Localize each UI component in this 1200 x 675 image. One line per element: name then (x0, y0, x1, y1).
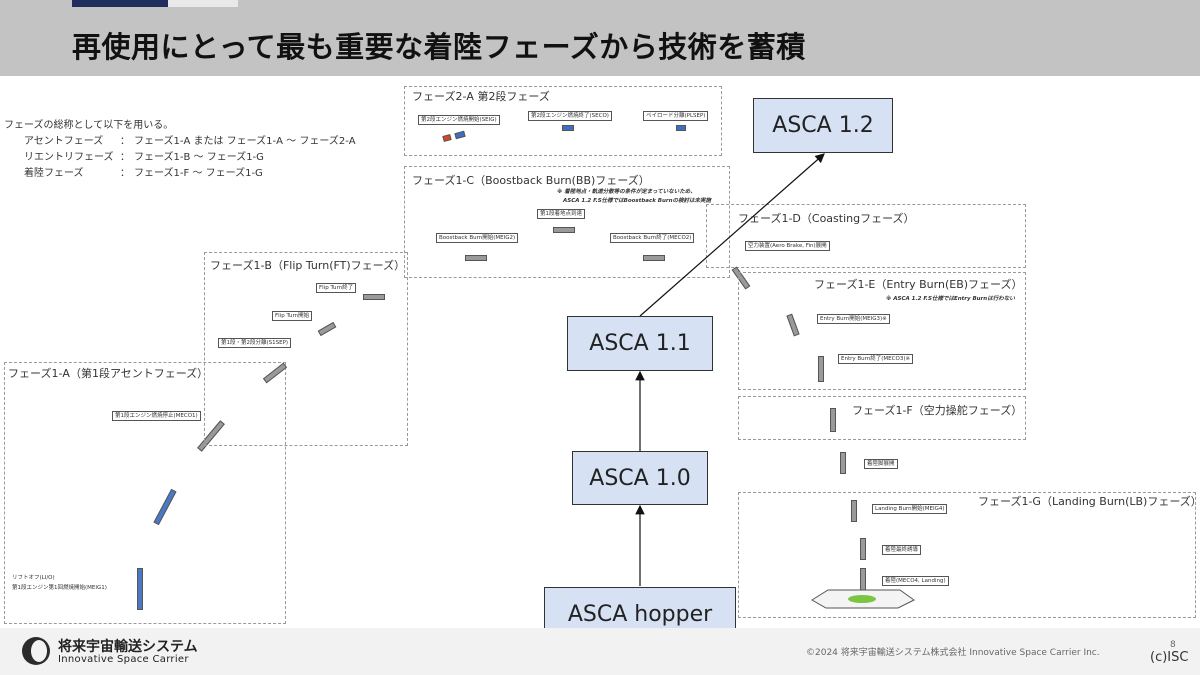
stage-icon (553, 227, 575, 233)
phase-1d-title: フェーズ1-D（Coastingフェーズ） (738, 212, 915, 225)
event-tag: 着陸最終誘導 (882, 545, 922, 555)
slide-title: 再使用にとって最も重要な着陸フェーズから技術を蓄積 (72, 30, 806, 64)
legend-value: フェーズ1-F ～ フェーズ1-G (134, 168, 263, 179)
company-name-jp: 将来宇宙輸送システム (58, 639, 198, 655)
phase-1b-panel (204, 252, 408, 446)
rocket-icon (860, 538, 866, 560)
phase-1b-title: フェーズ1-B（Flip Turn(FT)フェーズ） (210, 259, 406, 272)
footer-bar (0, 628, 1200, 675)
phase-1f-panel (738, 396, 1026, 440)
phase-1c-panel (404, 166, 730, 278)
legend-sep: ： (120, 136, 130, 147)
image-credit: (c)ISC (1150, 650, 1189, 665)
legend-name: リエントリフェーズ (24, 152, 114, 163)
event-tag: Entry Burn開始(MEIG3)※ (817, 314, 890, 324)
rocket-icon (851, 500, 857, 522)
legend-row: 着陸フェーズ ： フェーズ1-F ～ フェーズ1-G (4, 166, 356, 182)
phase-1c-title: フェーズ1-C（Boostback Burn(BB)フェーズ） (412, 174, 650, 187)
phase-2a-title: フェーズ2-A 第2段フェーズ (412, 90, 550, 103)
stage-icon (465, 255, 487, 261)
roadmap-box-asca-1-0: ASCA 1.0 (572, 451, 708, 505)
event-tag: Landing Burn開始(MEIG4) (872, 504, 948, 514)
arrow-1-1-to-1-2 (639, 153, 825, 317)
legend-sep: ： (120, 152, 130, 163)
copyright-text: ©2024 将来宇宙輸送システム株式会社 Innovative Space Ca… (806, 648, 1100, 658)
phase-legend: フェーズの総称として以下を用いる。 アセントフェーズ ： フェーズ1-A または… (4, 118, 356, 182)
title-accent-bar (72, 0, 168, 7)
phase-1f-title: フェーズ1-F（空力操舵フェーズ） (852, 404, 1023, 417)
phase-1a-title: フェーズ1-A（第1段アセントフェーズ） (8, 367, 209, 380)
legend-name: 着陸フェーズ (24, 168, 84, 179)
phase-1e-title: フェーズ1-E（Entry Burn(EB)フェーズ） (814, 278, 1023, 291)
event-tag: 着陸(MECO4, Landing) (882, 576, 949, 586)
legend-value: フェーズ1-A または フェーズ1-A ～ フェーズ2-A (134, 136, 356, 147)
legend-row: アセントフェーズ ： フェーズ1-A または フェーズ1-A ～ フェーズ2-A (4, 134, 356, 150)
event-tag: Flip Turn開始 (272, 311, 313, 321)
phase-2a-panel (404, 86, 722, 156)
event-tag: 空力装置(Aero Brake, Fin)展開 (745, 241, 830, 251)
legend-value: フェーズ1-B ～ フェーズ1-G (134, 152, 264, 163)
rocket-icon (840, 452, 846, 474)
rocket-icon (137, 568, 143, 610)
legend-row: リエントリフェーズ ： フェーズ1-B ～ フェーズ1-G (4, 150, 356, 166)
stage-icon (643, 255, 665, 261)
phase-note: ※ 着陸地点・軌道分散等の条件が定まっていないため、 (557, 189, 696, 195)
company-logo-icon (22, 637, 50, 665)
event-tag: Flip Turn終了 (316, 283, 357, 293)
event-tag: 第2段エンジン燃焼開始(SEIG) (418, 115, 500, 125)
phase-1e-panel (738, 272, 1026, 390)
phase-1a-panel (4, 362, 286, 624)
page-number: 8 (1170, 640, 1176, 650)
roadmap-box-asca-1-1: ASCA 1.1 (567, 316, 713, 371)
title-accent-bar-light (168, 0, 238, 7)
stage-icon (562, 125, 574, 131)
event-tag: 第2段エンジン燃焼終了(SECO) (528, 111, 612, 121)
stage-icon (363, 294, 385, 300)
roadmap-box-asca-1-2: ASCA 1.2 (753, 98, 893, 153)
event-tag: 第1段エンジン燃焼停止(MECO1) (112, 411, 201, 421)
event-tag: Boostback Burn終了(MECO2) (610, 233, 695, 243)
event-tag: リフトオフ(LI/O) (10, 574, 57, 582)
event-tag: 着陸脚展開 (864, 459, 898, 469)
phase-1g-panel (738, 492, 1196, 618)
event-tag: 第1段エンジン第1回燃焼開始(MEIG1) (10, 584, 109, 592)
event-tag: 第1段・第2段分離(S1SEP) (218, 338, 292, 348)
company-name-en: Innovative Space Carrier (58, 654, 189, 665)
landing-target (848, 595, 876, 603)
phase-1d-panel (706, 204, 1026, 268)
event-tag: Entry Burn終了(MECO3)※ (838, 354, 914, 364)
event-tag: Boostback Burn開始(MEIG2) (436, 233, 519, 243)
phase-1g-title: フェーズ1-G（Landing Burn(LB)フェーズ） (978, 495, 1200, 508)
phase-note: ※ ASCA 1.2 F.S仕様ではEntry Burnは行わない (886, 296, 1015, 302)
legend-name: アセントフェーズ (24, 136, 104, 147)
rocket-icon (818, 356, 824, 382)
event-tag: 第1段着地点到達 (537, 209, 585, 219)
legend-sep: ： (120, 168, 130, 179)
legend-intro: フェーズの総称として以下を用いる。 (4, 120, 174, 131)
phase-note: ASCA 1.2 F.S仕様ではBoostback Burnの検討は未実施 (563, 198, 712, 204)
rocket-icon (830, 408, 836, 432)
title-bar (0, 0, 1200, 76)
event-tag: ペイロード分離(PLSEP) (643, 111, 709, 121)
stage-icon (676, 125, 686, 131)
